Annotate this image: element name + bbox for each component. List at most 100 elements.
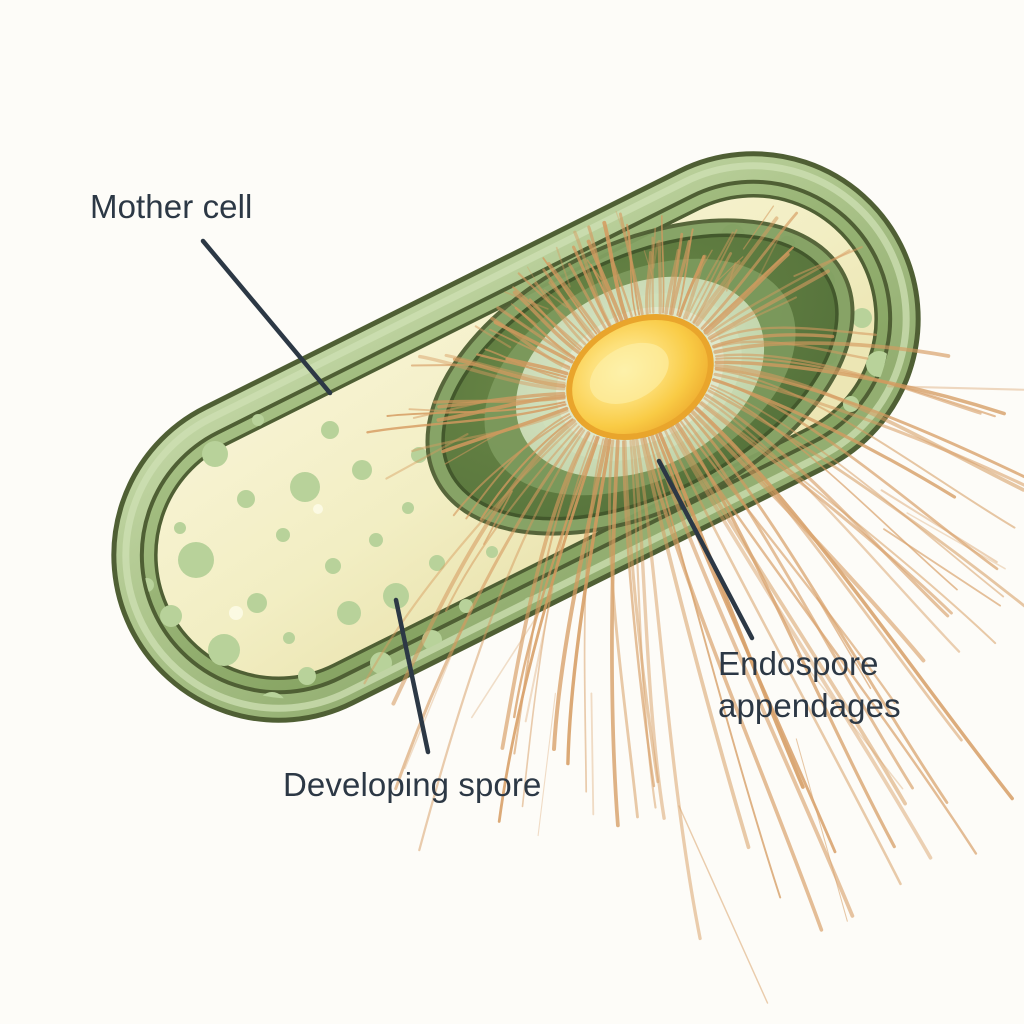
appendage-filament (517, 272, 590, 342)
appendage-filament (714, 367, 1024, 479)
appendage-filament (635, 438, 702, 941)
appendage-filament (704, 393, 950, 618)
appendage-filament (444, 353, 566, 385)
appendage-filament (651, 236, 655, 314)
appendage-branch (537, 692, 556, 837)
appendage-filament (548, 280, 596, 338)
appendage-filament (700, 211, 798, 330)
appendage-filament (655, 433, 837, 854)
appendage-branch (715, 256, 744, 283)
appendage-filament (418, 354, 566, 391)
appendage-filament (363, 422, 578, 685)
appendage-filament (489, 328, 571, 368)
appendage-filament (586, 239, 624, 322)
appendage-branch (586, 259, 602, 281)
appendage-filament (680, 420, 896, 705)
appendage-filament (664, 430, 902, 886)
endospore-appendages (363, 205, 1024, 1004)
appendage-branch (444, 428, 507, 465)
appendage-filament (602, 220, 628, 320)
appendage-branch (793, 246, 863, 278)
appendage-filament (707, 269, 830, 340)
appendage-filament (500, 431, 591, 750)
appendage-filament (609, 252, 633, 318)
appendage-filament (712, 378, 957, 499)
appendage-filament (713, 372, 1024, 487)
appendage-branch (412, 401, 484, 419)
appendage-branch (483, 490, 513, 545)
appendage-filament (695, 216, 779, 327)
label-endospore-appendages-line1: Endospore (718, 645, 879, 682)
appendage-filament (618, 212, 644, 316)
appendage-filament (394, 427, 584, 791)
appendage-filament (513, 435, 598, 719)
appendage-filament (493, 320, 574, 364)
appendage-branch (887, 385, 1024, 391)
appendage-filament (512, 286, 583, 349)
appendage-branch (410, 363, 475, 367)
appendage-branch (880, 489, 998, 564)
appendage-filament (700, 401, 997, 645)
appendage-branch (555, 246, 571, 288)
appendage-filament (657, 239, 662, 315)
appendage-filament (521, 435, 595, 808)
appendage-filament (411, 409, 569, 453)
appendage-filament (608, 439, 639, 819)
appendage-filament (675, 424, 978, 855)
appendage-filament (710, 384, 1005, 598)
appendage-branch (471, 612, 540, 719)
appendage-filament (670, 240, 692, 316)
appendage-filament (476, 353, 567, 379)
appendage-filament (650, 434, 855, 918)
appendage-filament (513, 432, 591, 755)
spore-core-highlight (589, 342, 669, 404)
appendage-branch (524, 587, 554, 723)
appendage-filament (452, 415, 572, 517)
label-developing-spore: Developing spore (283, 766, 542, 803)
appendage-filament (714, 360, 1006, 416)
appendage-filament (514, 306, 576, 359)
appendage-branch (816, 597, 872, 690)
appendage-filament (445, 425, 580, 612)
appendage-filament (683, 417, 914, 790)
appendage-filament (660, 215, 665, 314)
appendage-filament (694, 407, 963, 742)
appendage-filament (573, 230, 612, 327)
appendage-branch (590, 692, 595, 816)
appendage-branch (385, 433, 469, 480)
appendage-filament (437, 391, 566, 409)
appendage-filament (436, 394, 566, 422)
appendage-filament (707, 389, 1024, 608)
appendage-filament (694, 406, 1014, 801)
label-mother-cell: Mother cell (90, 188, 253, 225)
appendage-filament (688, 413, 949, 804)
appendage-filament (689, 229, 738, 322)
appendage-filament (631, 439, 666, 820)
appendage-filament (552, 437, 609, 751)
appendage-filament (512, 290, 580, 354)
appendage-filament (690, 410, 926, 663)
leader-lines (200, 238, 755, 755)
appendage-filament (622, 440, 656, 788)
appendage-filament (479, 418, 574, 521)
appendage-filament (547, 261, 601, 334)
appendage-filament (714, 363, 1024, 492)
appendage-filament (703, 397, 961, 653)
appendage-branch (906, 512, 1006, 570)
appendage-filament (640, 437, 751, 850)
appendage-filament (692, 252, 733, 324)
appendage-filament (693, 260, 741, 325)
appendage-filament (583, 438, 605, 793)
appendage-branch (504, 291, 549, 310)
appendage-branch (795, 738, 848, 922)
appendage-filament (418, 429, 586, 852)
appendage-filament (497, 436, 600, 823)
appendage-filament (505, 357, 569, 376)
appendage-filament (452, 357, 566, 388)
appendage-branch (753, 235, 781, 288)
appendage-filament (714, 353, 982, 415)
appendage-filament (366, 403, 567, 434)
appendage-branch (883, 528, 1002, 607)
cell-wall-highlight (122, 162, 910, 712)
